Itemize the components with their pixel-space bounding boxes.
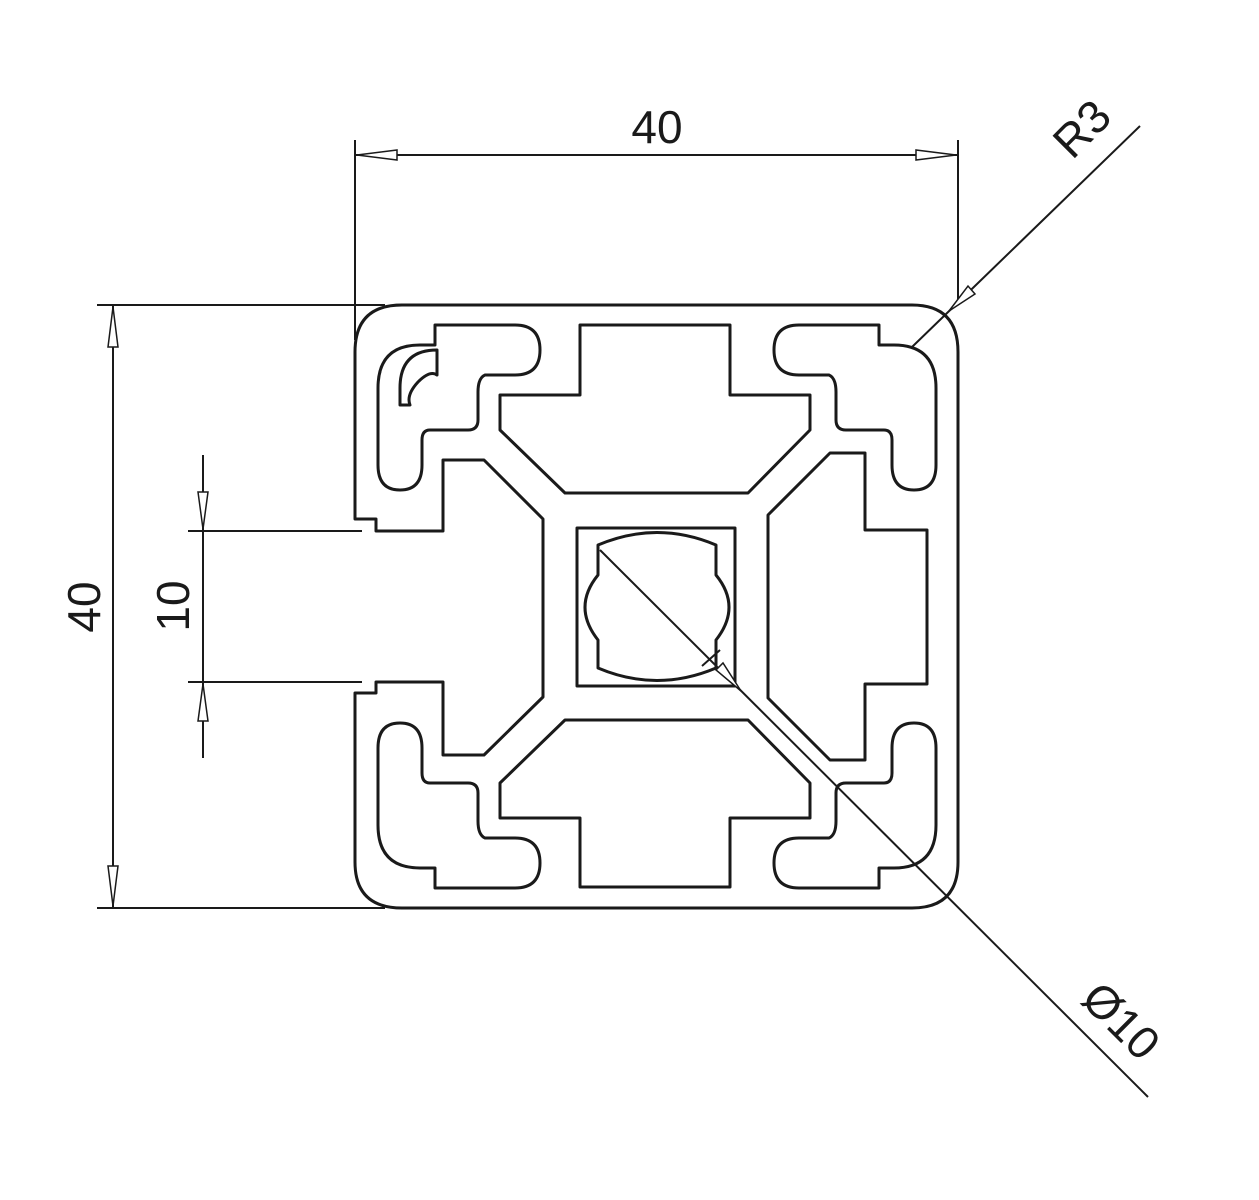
- corner-cavity-bottom-right: [772, 721, 938, 890]
- corner-cavity-top-left: [376, 323, 542, 492]
- width-label: 40: [631, 101, 682, 153]
- dimension-bore: Ø10: [599, 549, 1170, 1098]
- t-slot-right: [766, 451, 929, 762]
- slot-label: 10: [147, 580, 199, 631]
- corner-cavity-top-right: [772, 323, 938, 492]
- height-label: 40: [58, 581, 110, 632]
- dimension-slot: 10: [147, 455, 362, 758]
- corner-cavity-bottom-left: [376, 721, 542, 890]
- dimension-radius: R3: [911, 90, 1141, 348]
- t-slot-top: [498, 323, 812, 495]
- t-slot-bottom: [498, 718, 812, 889]
- dimension-height: 40: [58, 304, 385, 909]
- dimension-width: 40: [354, 101, 959, 340]
- bore-label: Ø10: [1072, 972, 1170, 1070]
